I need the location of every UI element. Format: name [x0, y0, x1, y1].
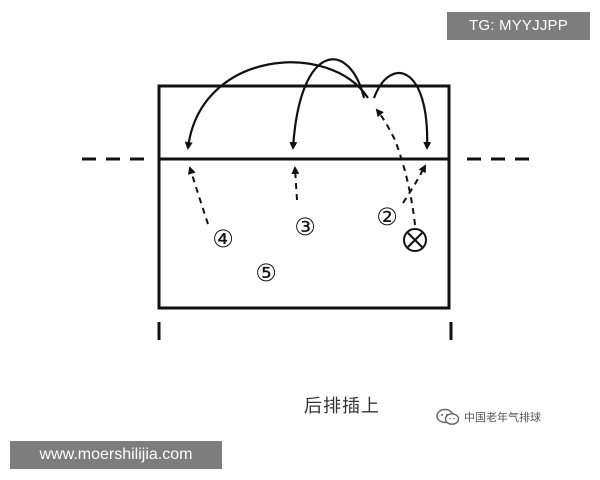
pass-arrow-to-4 [184, 61, 369, 150]
tg-watermark: TG: MYYJJPP [447, 12, 590, 40]
diagram-caption: 后排插上 [304, 396, 380, 417]
pass-arrow-to-3 [289, 58, 366, 150]
run-arrow-2 [402, 164, 426, 204]
position-4-label: ④ [212, 225, 234, 253]
wechat-icon [436, 408, 460, 425]
position-5-label: ⑤ [255, 259, 277, 287]
circle-x-icon [403, 228, 427, 252]
run-arrow-3 [291, 166, 300, 201]
run-arrow-4 [187, 166, 209, 225]
position-3-label: ③ [294, 213, 316, 241]
site-watermark: www.moershilijia.com [10, 441, 222, 469]
wechat-label: 中国老年气排球 [464, 411, 541, 424]
court-outline [157, 84, 451, 310]
pass-arrow-to-2 [372, 72, 432, 150]
wechat-source: 中国老年气排球 [436, 407, 541, 427]
position-2-label: ② [376, 203, 398, 231]
run-arrow-setter [375, 108, 416, 226]
